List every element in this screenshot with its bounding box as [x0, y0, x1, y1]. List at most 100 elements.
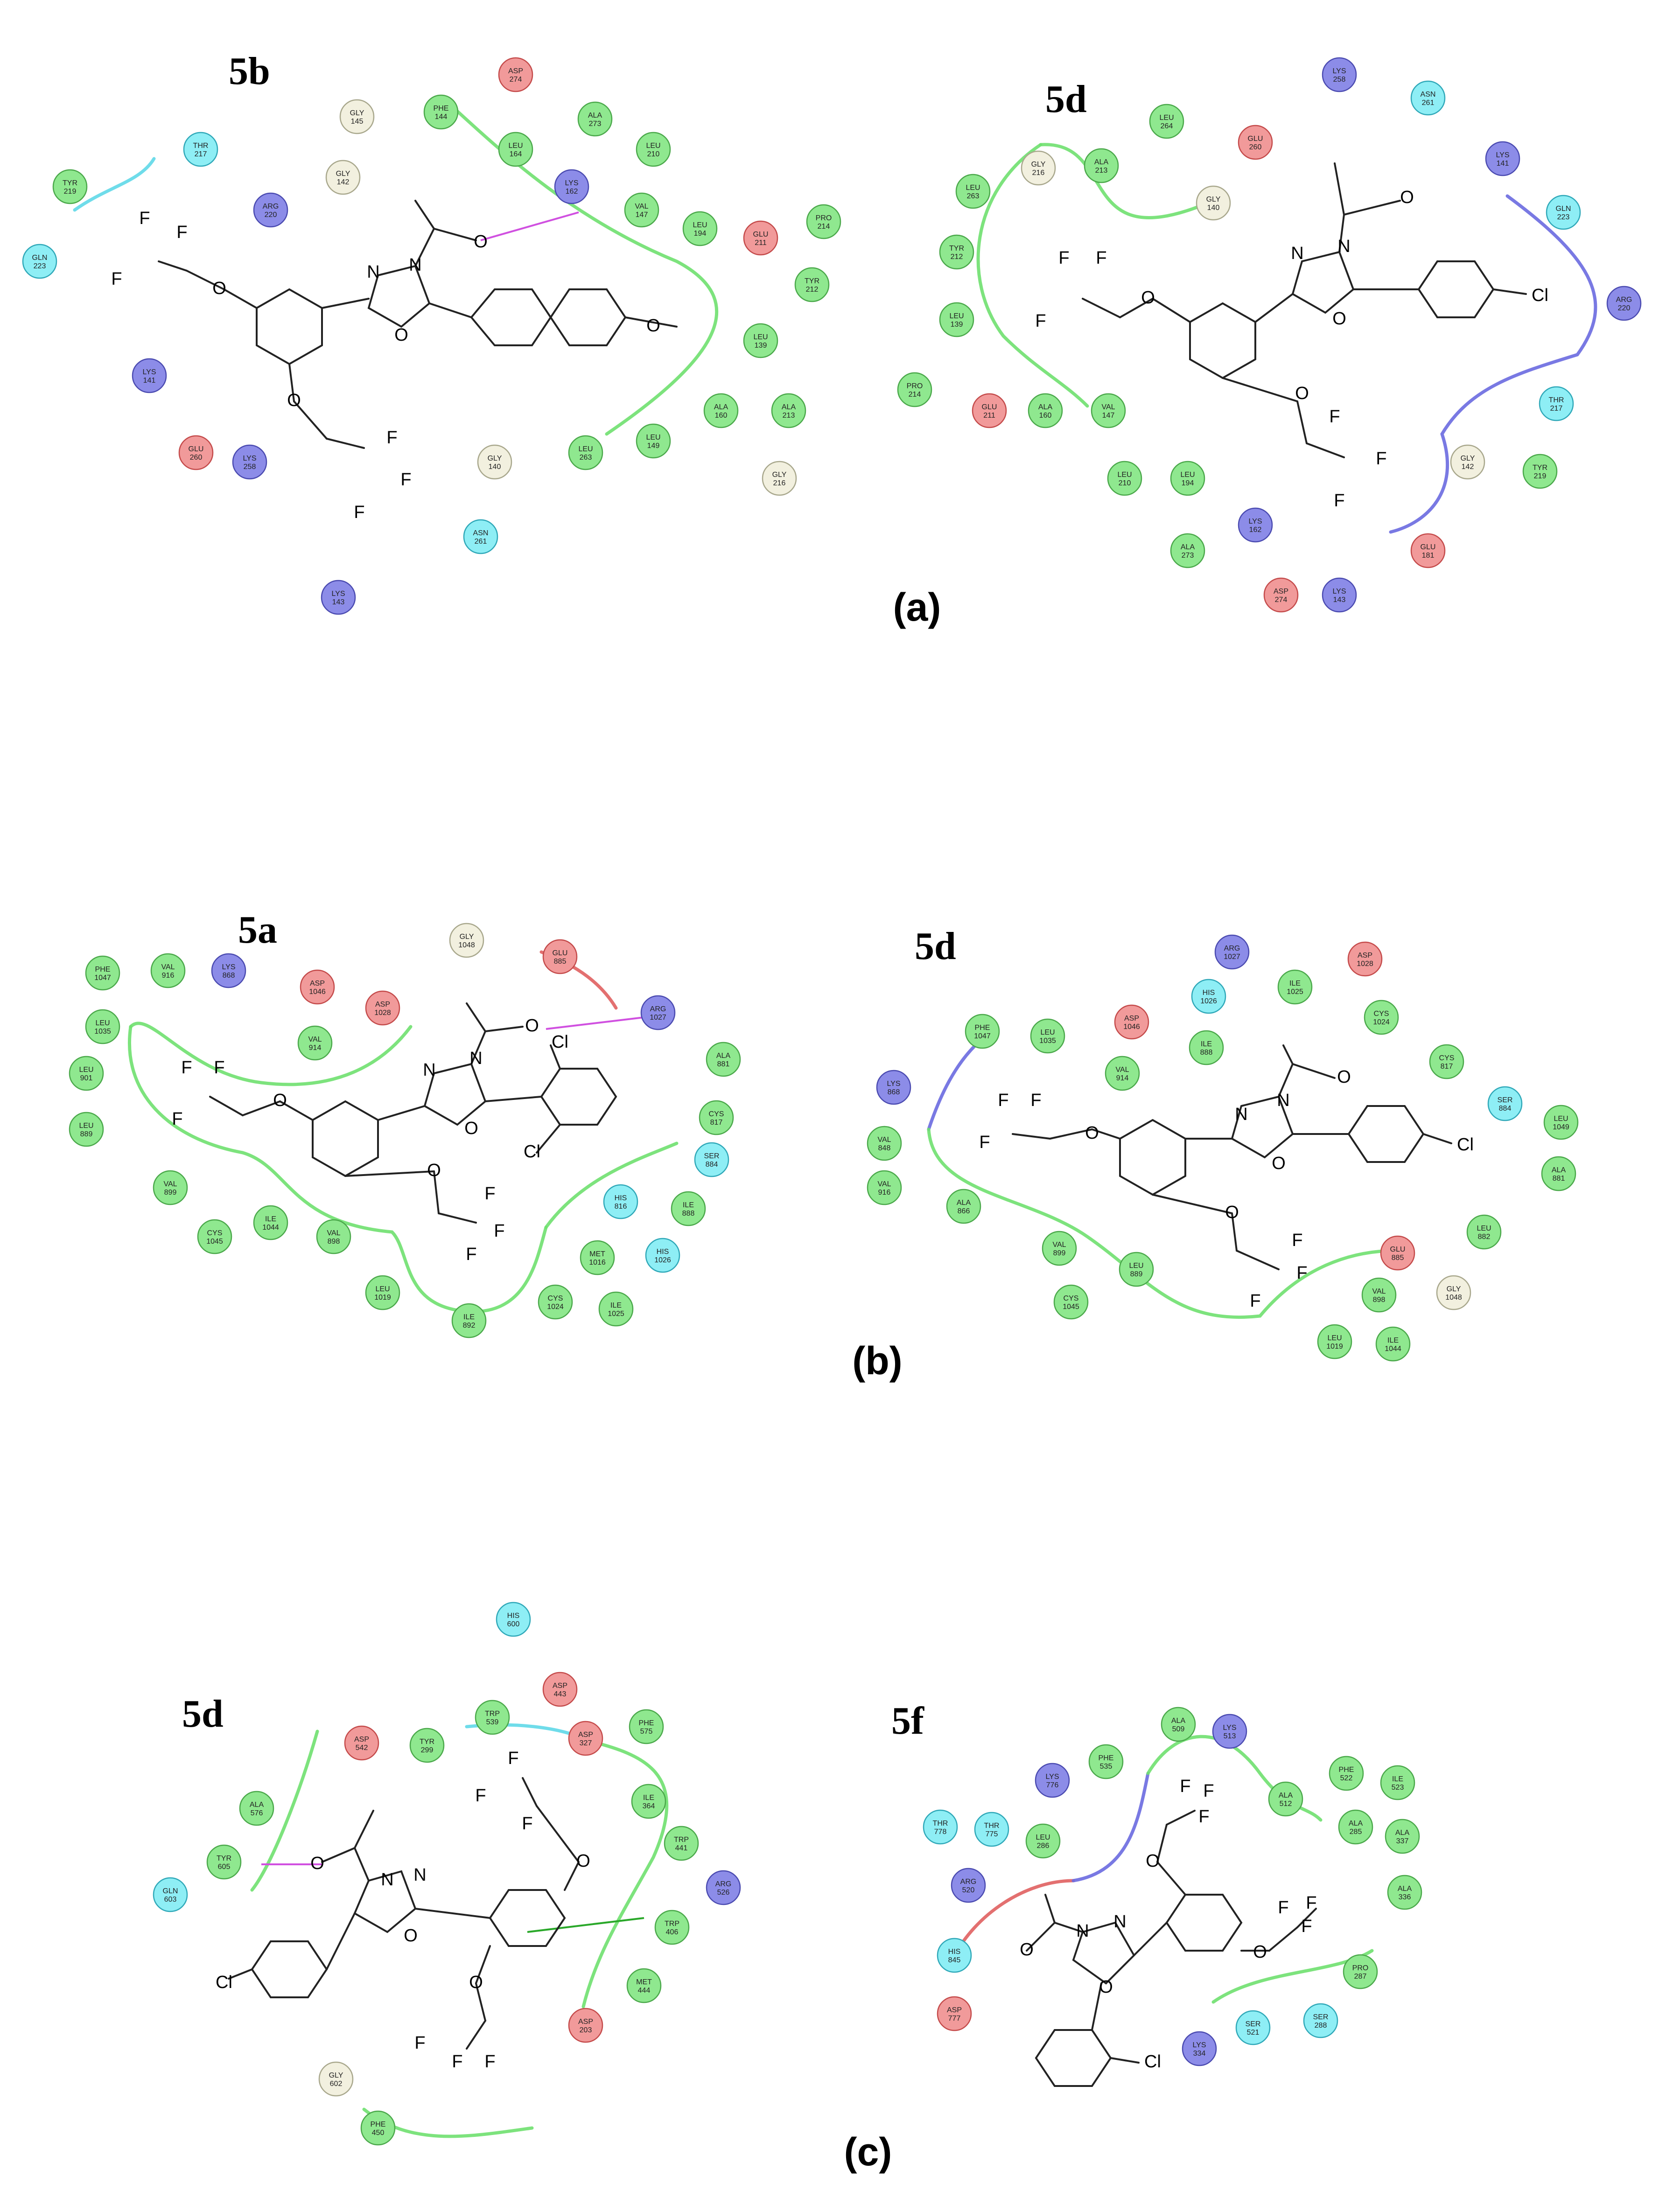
- atom-label: N: [409, 255, 421, 275]
- residue-number: 892: [463, 1322, 476, 1330]
- residue-name: GLU: [553, 949, 568, 957]
- pocket-contour: [927, 1127, 1397, 1319]
- residue-name: LEU: [79, 1066, 93, 1074]
- atom-label: Cl: [1532, 286, 1548, 305]
- residue-name: VAL: [1372, 1288, 1386, 1295]
- atom-label: F: [139, 209, 150, 228]
- residue-disc: [664, 1826, 699, 1861]
- residue-number: 521: [1247, 2029, 1260, 2037]
- residue-name: ALA: [1279, 1792, 1293, 1799]
- panel-c-right-5f: 5f N N O O O O: [891, 1699, 1422, 2087]
- residue-disc: [253, 192, 288, 228]
- residue-number: 817: [710, 1119, 723, 1127]
- residue-name: LYS: [142, 368, 156, 376]
- residue-disc: [365, 990, 400, 1026]
- residue-name: GLN: [163, 1887, 178, 1895]
- atom-label: O: [1099, 1977, 1113, 1997]
- residue-name: HIS: [948, 1948, 961, 1956]
- residue-number: 214: [909, 391, 921, 399]
- residue-name: TYR: [805, 277, 819, 285]
- residue-number: 1024: [547, 1303, 564, 1311]
- residue-disc: [365, 1275, 400, 1310]
- residue-number: 264: [1161, 122, 1173, 130]
- residue-number: 211: [755, 239, 767, 247]
- residue-name: ASP: [1274, 588, 1288, 595]
- residue-name: ALA: [1181, 543, 1195, 551]
- atom-label: F: [354, 503, 364, 522]
- pocket-contour: [1039, 143, 1215, 219]
- atom-label: F: [1035, 311, 1046, 331]
- residue-number: 1026: [654, 1256, 671, 1264]
- residue-name: MET: [636, 1978, 652, 1986]
- residue-name: GLU: [1248, 135, 1263, 143]
- residue-number: 1047: [974, 1032, 991, 1040]
- residue-disc: [1268, 1781, 1303, 1817]
- residue-disc: [743, 220, 778, 256]
- residue-name: ILE: [265, 1215, 276, 1223]
- pocket-contour: [250, 1729, 319, 1892]
- residue-number: 885: [554, 958, 567, 966]
- residue-name: LYS: [1248, 518, 1262, 525]
- residue-disc: [937, 1938, 972, 1973]
- ligand-5d-c: N N O O O O Cl F F F F F F: [216, 1749, 590, 2072]
- residue-number: 542: [356, 1744, 368, 1752]
- residue-number: 1035: [1039, 1037, 1056, 1045]
- residue-disc: [1410, 533, 1446, 568]
- residue-name: PRO: [816, 214, 832, 222]
- residue-name: ASP: [354, 1736, 369, 1743]
- residue-name: ALA: [588, 112, 602, 119]
- residue-disc: [1410, 80, 1446, 116]
- residue-disc: [253, 1205, 288, 1240]
- atom-label: F: [494, 1221, 504, 1241]
- residue-name: LEU: [646, 142, 660, 150]
- residue-disc: [206, 1844, 242, 1880]
- residue-disc: [598, 1291, 634, 1327]
- residue-number: 162: [566, 188, 578, 196]
- residue-name: ILE: [683, 1201, 694, 1209]
- residue-disc: [654, 1910, 690, 1945]
- residue-disc: [580, 1240, 615, 1275]
- residue-disc: [477, 444, 512, 480]
- residue-number: 1044: [1385, 1345, 1401, 1353]
- residue-disc: [568, 435, 603, 470]
- residue-number: 441: [675, 1844, 688, 1852]
- residue-name: HIS: [1203, 989, 1215, 997]
- residue-number: 1045: [206, 1238, 223, 1246]
- residue-number: 513: [1224, 1732, 1236, 1740]
- residue-name: GLY: [488, 455, 502, 462]
- atom-label: N: [1277, 1091, 1289, 1110]
- residue-name: GLY: [329, 2072, 343, 2079]
- residue-disc: [577, 101, 613, 137]
- residue-name: LEU: [1040, 1029, 1055, 1036]
- residue-name: ASN: [1421, 91, 1436, 98]
- residue-number: 602: [330, 2080, 343, 2088]
- atom-label: F: [1296, 1263, 1307, 1283]
- residue-name: THR: [1549, 396, 1564, 404]
- residue-number: 522: [1340, 1774, 1353, 1782]
- residue-name: VAL: [877, 1136, 891, 1144]
- residue-disc: [1317, 1324, 1352, 1359]
- residue-disc: [344, 1725, 379, 1761]
- residue-disc: [1380, 1235, 1415, 1271]
- residue-disc: [498, 132, 533, 167]
- hbond-line: [546, 1016, 644, 1030]
- residue-number: 901: [80, 1074, 93, 1082]
- residue-name: ASP: [1358, 952, 1372, 959]
- residue-name: VAL: [877, 1180, 891, 1188]
- residue-disc: [183, 132, 218, 167]
